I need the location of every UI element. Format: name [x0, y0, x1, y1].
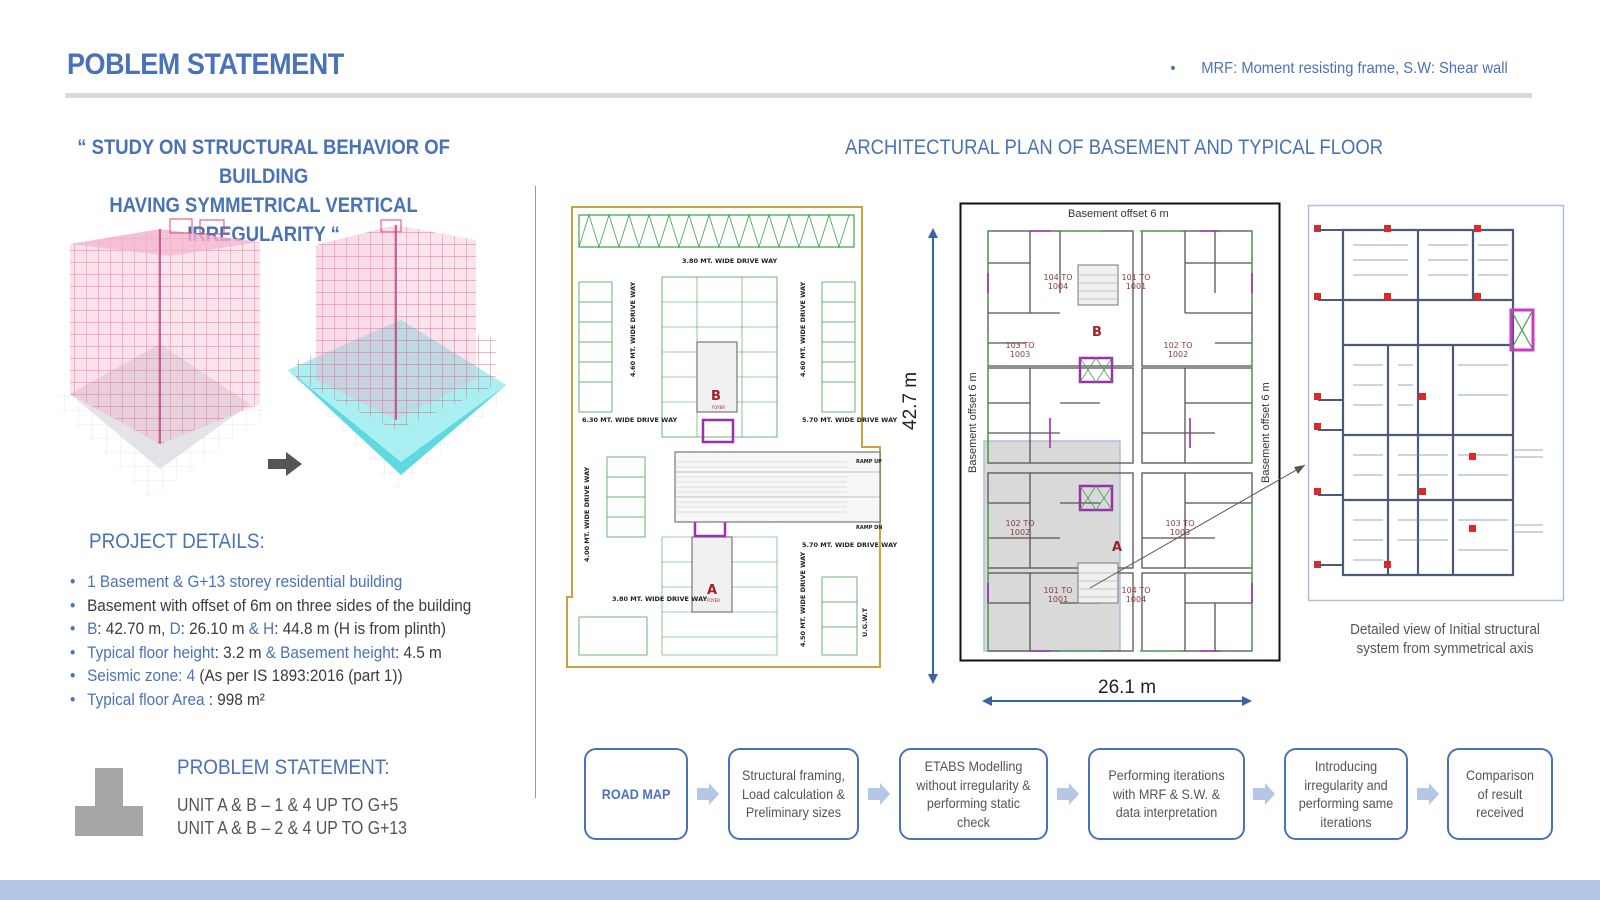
flat-label: 102 TO [1006, 519, 1035, 528]
road-map-step-5: Comparison of result received [1447, 748, 1553, 840]
road-map-step-4: Introducing irregularity and performing … [1284, 748, 1408, 840]
ugwt-label: U.G.W.T [861, 607, 869, 637]
detail-caption-line1: Detailed view of Initial structural [1350, 621, 1540, 638]
offset-label-top: Basement offset 6 m [1068, 208, 1169, 220]
detail-caption: Detailed view of Initial structural syst… [1342, 620, 1549, 658]
typical-floor-plan: 104 TO 1004 101 TO 1001 103 TO 1003 102 … [959, 202, 1306, 662]
road-map-step-3: Performing iterations with MRF & S.W. & … [1088, 748, 1245, 840]
arrow-right-icon [268, 452, 302, 476]
basement-plan: 3.80 MT. WIDE DRIVE WAY 6.30 MT. WIDE DR… [566, 206, 897, 668]
drive-label-bottom: 3.80 MT. WIDE DRIVE WAY [612, 595, 707, 603]
bullet-icon: • [1170, 60, 1176, 77]
ramp-up-label: RAMP UP [856, 459, 882, 465]
dimension-vertical-label: 42.7 m [900, 371, 921, 430]
drive-label-left-mid: 6.30 MT. WIDE DRIVE WAY [582, 416, 677, 424]
unit-b-label: B [1092, 325, 1102, 340]
flat-label: 1002 [1010, 528, 1030, 537]
building-massing-icon [75, 768, 143, 836]
unit-a-label: A [707, 583, 717, 598]
foyer-label-a: FOYER [707, 598, 720, 603]
arrow-right-icon [697, 783, 719, 805]
flat-label: 101 TO [1044, 586, 1073, 595]
road-map-label: ROAD MAP [584, 748, 688, 840]
arrow-right-icon [1417, 783, 1439, 805]
list-item: Basement with offset of 6m on three side… [70, 594, 471, 618]
flat-label: 1003 [1010, 350, 1030, 359]
title-rule [65, 93, 1532, 98]
drive-label-vert-low-right: 4.50 MT. WIDE DRIVE WAY [799, 552, 807, 647]
project-details-list: 1 Basement & G+13 storey residential bui… [70, 570, 516, 711]
flat-label: 1001 [1048, 595, 1068, 604]
dimension-horizontal-label: 26.1 m [1098, 677, 1157, 698]
arrow-right-icon [868, 783, 890, 805]
drive-label-right-mid: 5.70 MT. WIDE DRIVE WAY [802, 416, 897, 424]
road-map-step-2: ETABS Modelling without irregularity & p… [899, 748, 1048, 840]
offset-label-left: Basement offset 6 m [967, 372, 979, 473]
road-map-step-1: Structural framing, Load calculation & P… [728, 748, 859, 840]
list-item: Seismic zone: 4 (As per IS 1893:2016 (pa… [70, 664, 471, 688]
problem-line-1: UNIT A & B – 1 & 4 UP TO G+5 [177, 795, 399, 815]
architectural-plan-title: ARCHITECTURAL PLAN OF BASEMENT AND TYPIC… [845, 136, 1384, 159]
unit-b-label: B [711, 389, 721, 404]
problem-line-2: UNIT A & B – 2 & 4 UP TO G+13 [177, 818, 407, 838]
page-title: POBLEM STATEMENT [67, 48, 344, 81]
abbreviation-text: MRF: Moment resisting frame, S.W: Shear … [1201, 60, 1508, 77]
structural-detail-view [1307, 204, 1565, 602]
drive-label-vert-left: 4.60 MT. WIDE DRIVE WAY [629, 282, 637, 377]
model-irregular-building [286, 219, 511, 500]
foyer-label-b: FOYER [712, 405, 725, 410]
dimension-arrow-horizontal [982, 696, 1252, 706]
drive-label-right-low: 5.70 MT. WIDE DRIVE WAY [802, 541, 897, 549]
drive-label-top: 3.80 MT. WIDE DRIVE WAY [682, 257, 777, 265]
dimension-arrow-vertical [928, 228, 938, 684]
arrow-right-icon [1253, 783, 1275, 805]
study-title-line1: “ STUDY ON STRUCTURAL BEHAVIOR OF BUILDI… [77, 136, 450, 188]
list-item: B: 42.70 m, D: 26.10 m & H: 44.8 m (H is… [70, 617, 471, 641]
arrow-right-icon [1057, 783, 1079, 805]
flat-label: 1004 [1126, 595, 1146, 604]
model-regular-building [50, 214, 270, 504]
list-item: Typical floor height: 3.2 m & Basement h… [70, 641, 471, 665]
flat-label: 103 TO [1006, 341, 1035, 350]
drive-label-vert-low-left: 4.00 MT. WIDE DRIVE WAY [583, 467, 591, 562]
flat-label: 102 TO [1164, 341, 1193, 350]
flat-label: 1004 [1048, 282, 1068, 291]
detail-caption-line2: system from symmetrical axis [1356, 640, 1534, 657]
drive-label-vert-right: 4.60 MT. WIDE DRIVE WAY [799, 282, 807, 377]
offset-label-right: Basement offset 6 m [1260, 382, 1272, 483]
column-divider [535, 186, 536, 798]
flat-label: 104 TO [1122, 586, 1151, 595]
unit-a-label: A [1112, 540, 1122, 555]
problem-statement-heading: PROBLEM STATEMENT: [177, 756, 390, 779]
abbreviation-note: • MRF: Moment resisting frame, S.W: Shear… [1171, 60, 1508, 78]
list-item: Typical floor Area : 998 m² [70, 688, 471, 712]
ramp-down-label: RAMP DN [856, 525, 882, 531]
flat-label: 1002 [1168, 350, 1188, 359]
list-item: 1 Basement & G+13 storey residential bui… [70, 570, 471, 594]
project-details-heading: PROJECT DETAILS: [89, 530, 265, 553]
flat-label: 1001 [1126, 282, 1146, 291]
flat-label: 101 TO [1122, 273, 1151, 282]
footer-band [0, 880, 1600, 900]
flat-label: 104 TO [1044, 273, 1073, 282]
flat-label: 103 TO [1166, 519, 1195, 528]
flat-label: 1003 [1170, 528, 1190, 537]
